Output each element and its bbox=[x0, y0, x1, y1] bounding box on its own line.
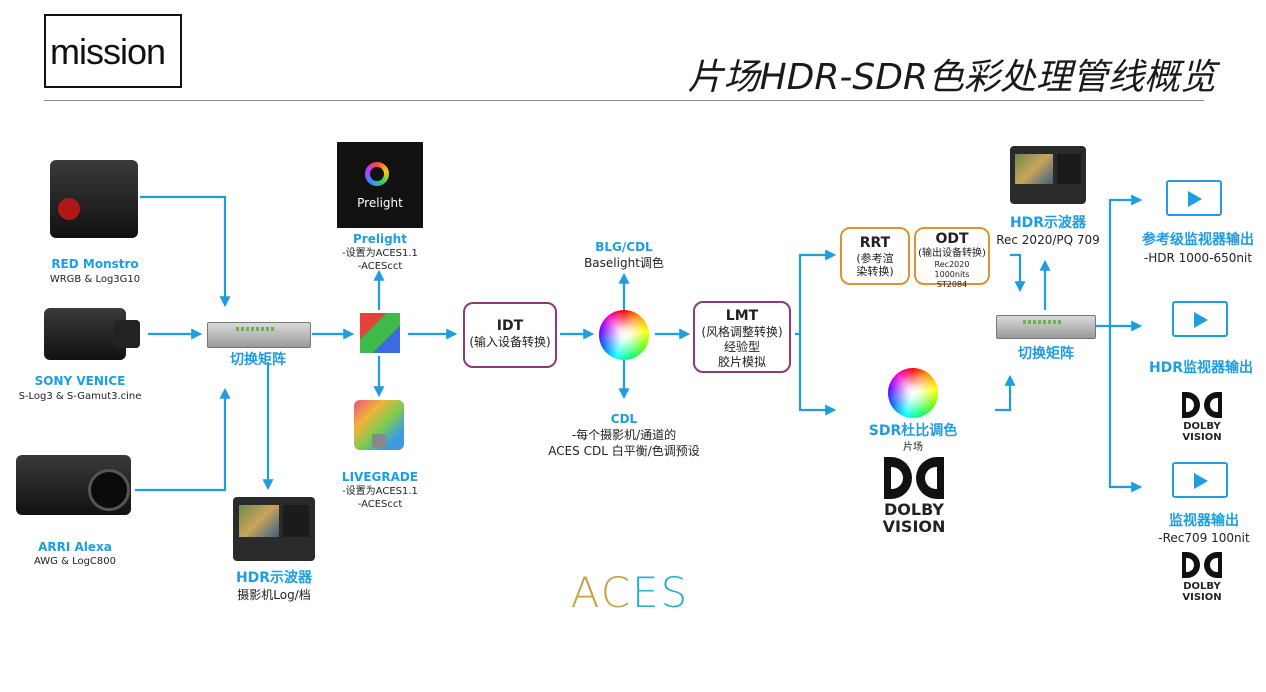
camera-spec-sony: S-Log3 & S-Gamut3.cine bbox=[18, 391, 142, 402]
blg-title: BLG/CDL bbox=[595, 240, 653, 254]
dolby-hdr-line2: VISION bbox=[1182, 432, 1222, 443]
dolby-double-d-icon-monitor bbox=[1182, 552, 1222, 578]
switch-matrix-right-label: 切换矩阵 bbox=[1018, 346, 1074, 362]
camera-name-arri: ARRI Alexa bbox=[38, 540, 112, 554]
arrow-sdr-to-switch bbox=[995, 374, 1016, 412]
arrow-to-monitor bbox=[1108, 326, 1143, 493]
dolby-large-line2: VISION bbox=[882, 517, 946, 536]
lut-cube-icon bbox=[360, 313, 400, 353]
switch-matrix-right-device bbox=[996, 315, 1096, 339]
hdr-scope-left-sub: 摄影机Log/档 bbox=[237, 588, 311, 602]
camera-name-red: RED Monstro bbox=[51, 257, 139, 271]
output-ref-sub: -HDR 1000-650nit bbox=[1143, 251, 1253, 265]
arrow-odt-to-switch bbox=[1010, 253, 1026, 293]
switch-matrix-left-device bbox=[207, 322, 311, 348]
sdr-color-wheel-icon bbox=[888, 368, 938, 418]
cdl-line2: ACES CDL 白平衡/色调预设 bbox=[548, 444, 700, 458]
livegrade-logo bbox=[354, 400, 404, 450]
header-divider bbox=[44, 100, 1204, 101]
livegrade-line1: -设置为ACES1.1 bbox=[342, 486, 418, 497]
sony-venice-camera bbox=[44, 308, 140, 360]
idt-box: IDT (输入设备转换) bbox=[463, 302, 557, 368]
arrow-lmt-to-rrt bbox=[795, 249, 837, 336]
output-monitor-sub: -Rec709 100nit bbox=[1158, 531, 1250, 545]
dolby-monitor-line1: DOLBY bbox=[1183, 581, 1221, 592]
camera-spec-red: WRGB & Log3G10 bbox=[49, 274, 141, 285]
prelight-logo-text: Prelight bbox=[357, 196, 403, 210]
color-wheel-icon bbox=[599, 310, 649, 360]
monitor-icon bbox=[1172, 462, 1228, 498]
camera-spec-arri: AWG & LogC800 bbox=[33, 556, 117, 567]
odt-box: ODT (输出设备转换) Rec2020 1000nits ST2084 bbox=[914, 227, 990, 289]
prelight-logo: Prelight bbox=[337, 142, 423, 228]
prelight-name: Prelight bbox=[353, 232, 407, 246]
dolby-double-d-icon-hdr bbox=[1182, 392, 1222, 418]
cdl-line1: -每个摄影机/通道的 bbox=[571, 428, 677, 442]
hdr-scope-right-title: HDR示波器 bbox=[1009, 215, 1087, 231]
arrow-arri-to-switch bbox=[135, 387, 231, 492]
livegrade-line2: -ACEScct bbox=[357, 499, 403, 510]
output-monitor-title: 监视器输出 bbox=[1169, 513, 1239, 529]
sdr-title: SDR杜比调色 bbox=[868, 423, 958, 439]
rrt-box: RRT (参考渲 染转换) bbox=[840, 227, 910, 285]
reference-monitor-icon bbox=[1166, 180, 1222, 216]
odt-line1: (输出设备转换) bbox=[918, 248, 986, 259]
odt-line3: ST2084 bbox=[936, 280, 968, 289]
hdr-scope-left-title: HDR示波器 bbox=[235, 570, 313, 586]
arrow-red-to-switch bbox=[140, 195, 231, 308]
dolby-large-line1: DOLBY bbox=[884, 500, 944, 519]
odt-line2: Rec2020 1000nits bbox=[934, 260, 970, 279]
hdr-scope-right-sub: Rec 2020/PQ 709 bbox=[996, 233, 1100, 247]
livegrade-name: LIVEGRADE bbox=[341, 470, 419, 484]
aces-logo: ACES bbox=[560, 568, 700, 618]
prelight-line1: -设置为ACES1.1 bbox=[342, 248, 418, 259]
rrt-line2: 染转换) bbox=[856, 265, 894, 278]
hdr-scope-right-device bbox=[1010, 146, 1086, 204]
idt-title: IDT bbox=[496, 318, 524, 334]
idt-sub: (输入设备转换) bbox=[469, 335, 551, 349]
arrow-to-ref-monitor bbox=[1096, 194, 1143, 328]
lmt-line2: 经验型 bbox=[723, 340, 760, 354]
rrt-line1: (参考渲 bbox=[856, 252, 894, 265]
rrt-title: RRT bbox=[859, 235, 891, 251]
sdr-sub: 片场 bbox=[903, 442, 923, 453]
dolby-hdr-line1: DOLBY bbox=[1183, 421, 1221, 432]
hdr-scope-left-device bbox=[233, 497, 315, 561]
dolby-monitor-line2: VISION bbox=[1182, 592, 1222, 603]
lmt-line3: 胶片模拟 bbox=[717, 355, 766, 369]
odt-title: ODT bbox=[935, 231, 969, 247]
mission-logo: mission bbox=[44, 14, 182, 88]
prelight-line2: -ACEScct bbox=[357, 261, 403, 272]
dolby-double-d-icon-large bbox=[884, 457, 944, 499]
arri-alexa-camera bbox=[16, 455, 131, 515]
output-hdr-title: HDR监视器输出 bbox=[1148, 360, 1254, 376]
lmt-title: LMT bbox=[725, 308, 759, 324]
cdl-title: CDL bbox=[610, 412, 638, 426]
output-ref-title: 参考级监视器输出 bbox=[1142, 232, 1254, 248]
arrow-lmt-to-sdr bbox=[798, 334, 837, 416]
lmt-line1: (风格调整转换) bbox=[701, 325, 783, 339]
logo-text: mission bbox=[50, 31, 166, 72]
hdr-monitor-icon bbox=[1172, 301, 1228, 337]
aces-logo-text: ACES bbox=[570, 568, 690, 617]
blg-sub: Baselight调色 bbox=[584, 256, 664, 270]
switch-matrix-left-label: 切换矩阵 bbox=[230, 352, 286, 368]
camera-name-sony: SONY VENICE bbox=[34, 374, 126, 388]
lmt-box: LMT (风格调整转换) 经验型 胶片模拟 bbox=[693, 301, 791, 373]
page-title: 片场HDR-SDR色彩处理管线概览 bbox=[687, 57, 1216, 98]
red-monstro-camera bbox=[50, 160, 138, 238]
